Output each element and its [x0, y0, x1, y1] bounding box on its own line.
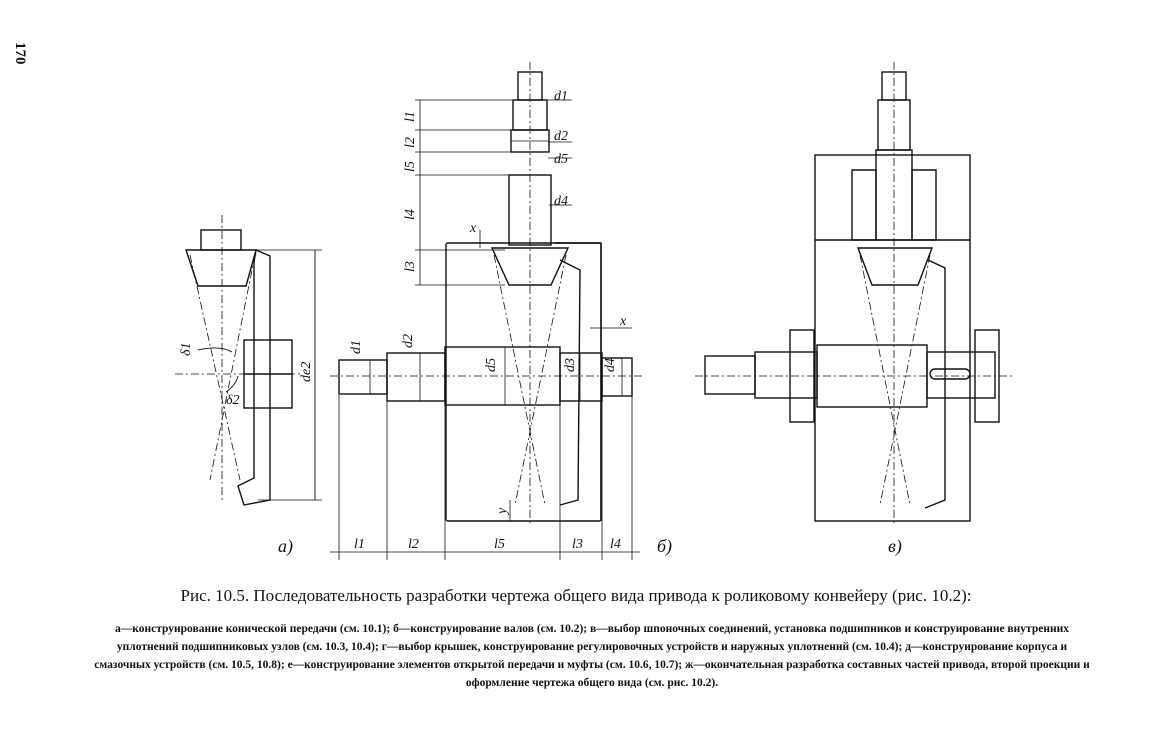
- label-d4-horiz: d4: [603, 358, 618, 372]
- label-delta2: δ2: [226, 393, 240, 408]
- label-l2-vert: l2: [403, 137, 418, 148]
- label-l4-vert: l4: [403, 209, 418, 220]
- label-l3-horiz: l3: [572, 537, 583, 552]
- label-l1-vert: l1: [403, 111, 418, 122]
- label-d1-horiz: d1: [349, 340, 364, 354]
- label-d5-top: d5: [554, 152, 568, 167]
- panel-b-shaft-drawing: [330, 62, 642, 560]
- label-x-top: x: [469, 221, 477, 236]
- label-d5-horiz: d5: [484, 358, 499, 372]
- label-l5-vert: l5: [403, 161, 418, 172]
- label-x-side: x: [619, 314, 627, 329]
- label-l3-vert: l3: [403, 261, 418, 272]
- label-de2: de2: [299, 362, 314, 382]
- label-delta1: δ1: [179, 342, 194, 356]
- label-l5-horiz: l5: [494, 537, 505, 552]
- label-d4-top: d4: [554, 194, 568, 209]
- panel-a-gear-drawing: [175, 215, 322, 506]
- panel-c-assembly-drawing: [695, 62, 1012, 525]
- figure-caption-body: а—конструирование конической передачи (с…: [94, 623, 1090, 689]
- panel-label-a: a): [278, 536, 293, 557]
- label-l1-horiz: l1: [354, 537, 365, 552]
- panel-label-c: в): [888, 536, 902, 557]
- label-y: y: [495, 507, 510, 516]
- figure-caption-title: Рис. 10.5. Последовательность разработки…: [180, 586, 972, 605]
- label-d2-top: d2: [554, 129, 568, 144]
- label-l4-horiz: l4: [610, 537, 621, 552]
- label-d2-horiz: d2: [401, 334, 416, 348]
- label-d3-horiz: d3: [563, 358, 578, 372]
- label-l2-horiz: l2: [408, 537, 419, 552]
- panel-label-b: б): [657, 536, 672, 557]
- label-d1-top: d1: [554, 89, 568, 104]
